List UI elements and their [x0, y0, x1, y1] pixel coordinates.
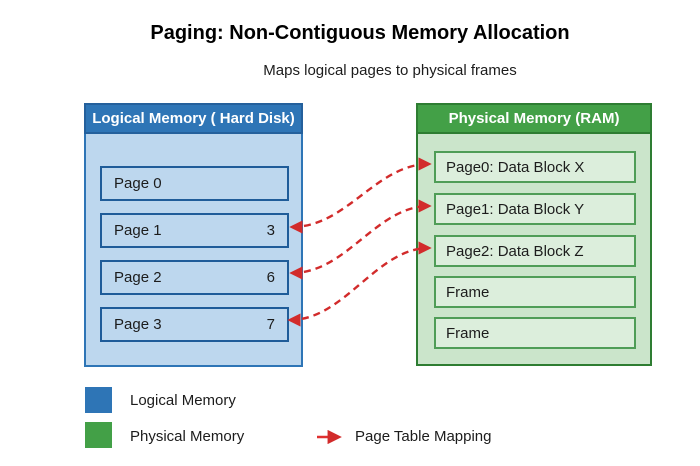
- page-title: Paging: Non-Contiguous Memory Allocation: [150, 22, 570, 44]
- page-label: Page 3: [114, 316, 162, 333]
- mapping-arrow-page3: [287, 241, 432, 327]
- frame-number: 3: [266, 222, 275, 239]
- legend-physical-swatch: [85, 422, 112, 448]
- page-label: Page 0: [114, 175, 162, 192]
- legend-logical-label: Logical Memory: [130, 392, 236, 409]
- legend-mapping-label: Page Table Mapping: [355, 428, 492, 445]
- legend-physical-label: Physical Memory: [130, 428, 245, 445]
- logical-memory-header: Logical Memory ( Hard Disk): [84, 103, 303, 134]
- page-subtitle: Maps logical pages to physical frames: [263, 62, 517, 79]
- frame-number: 7: [266, 316, 275, 333]
- logical-row-page0: Page 0: [100, 166, 289, 201]
- logical-row-page2: Page 2 6: [100, 260, 289, 295]
- mapping-arrow-page2: [289, 199, 432, 280]
- physical-row-free-frame: Frame: [434, 276, 636, 308]
- physical-row-frame7: Page2: Data Block Z: [434, 235, 636, 267]
- logical-row-page3: Page 3 7: [100, 307, 289, 342]
- mapping-arrow-page1: [289, 157, 432, 234]
- page-label: Page 1: [114, 222, 162, 239]
- physical-memory-header: Physical Memory (RAM): [416, 103, 652, 134]
- legend-logical-swatch: [85, 387, 112, 413]
- physical-row-frame3: Page0: Data Block X: [434, 151, 636, 183]
- physical-row-frame6: Page1: Data Block Y: [434, 193, 636, 225]
- logical-memory-box: Logical Memory ( Hard Disk) Page 0 Page …: [84, 103, 303, 367]
- physical-row-free-frame: Frame: [434, 317, 636, 349]
- logical-row-page1: Page 1 3: [100, 213, 289, 248]
- frame-number: 6: [266, 269, 275, 286]
- page-label: Page 2: [114, 269, 162, 286]
- physical-memory-box: Physical Memory (RAM) Page0: Data Block …: [416, 103, 652, 366]
